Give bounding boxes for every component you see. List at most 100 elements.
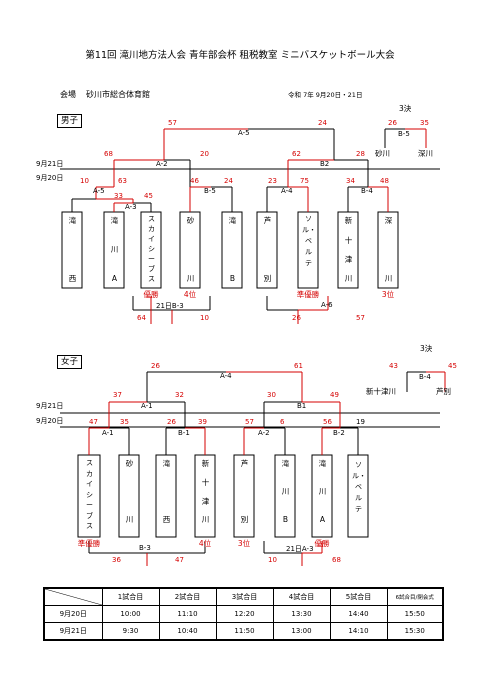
- boys-team-9-top: 深: [384, 216, 393, 225]
- schedule-time: 10:00: [101, 605, 160, 623]
- girls-match-a1b-score-left: 47: [89, 418, 98, 426]
- boys-match-a5-score-left: 57: [168, 119, 177, 127]
- girls-third-label: B-4: [419, 373, 431, 381]
- girls-match-a3-score-left: 10: [268, 556, 277, 564]
- boys-team-2-top: 滝: [110, 216, 119, 225]
- boys-team-4-top: 砂: [186, 216, 195, 225]
- girls-match-b1-score-right: 49: [330, 391, 339, 399]
- girls-match-a1-score-right: 32: [175, 391, 184, 399]
- boys-match-b2-score-left: 62: [292, 150, 301, 158]
- boys-team-3-name: スカイシーブス: [148, 215, 155, 283]
- schedule-time: 14:40: [329, 605, 388, 623]
- girls-day20-label: 9月20日: [36, 417, 64, 425]
- schedule-time: 12:20: [215, 605, 274, 623]
- girls-team-5-bottom: 別: [240, 515, 249, 524]
- schedule-header: 6試合目/閉会式: [386, 587, 444, 606]
- boys-day20-label: 9月20日: [36, 174, 64, 182]
- boys-third-score-right: 35: [420, 119, 429, 127]
- girls-team-7-bottom: A: [319, 515, 326, 524]
- girls-team-6-bottom: B: [282, 515, 289, 524]
- boys-team-8-middle: 十: [344, 236, 353, 245]
- girls-team-8-name: ソル・ベルテ: [352, 461, 366, 513]
- girls-team-3-bottom: 西: [162, 515, 171, 524]
- boys-match-a5b-score-left: 10: [80, 177, 89, 185]
- girls-match-b1-label: B1: [297, 402, 307, 410]
- boys-team-1-top: 滝: [68, 216, 77, 225]
- schedule-date: 9月20日: [43, 605, 103, 623]
- schedule-time: 11:10: [158, 605, 217, 623]
- boys-match-b4-score-right: 48: [380, 177, 389, 185]
- girls-match-a3-score-right: 68: [332, 556, 341, 564]
- boys-match-a4-score-right: 75: [300, 177, 309, 185]
- boys-third-score-left: 26: [388, 119, 397, 127]
- boys-match-a5-label: A-5: [238, 129, 250, 137]
- girls-match-a1-label: A-1: [141, 402, 153, 410]
- girls-match-a2-score-right: 6: [280, 418, 285, 426]
- schedule-header-row: 1試合目 2試合目 3試合目 4試合目 5試合目 6試合目/閉会式: [43, 587, 444, 606]
- girls-day21-label: 9月21日: [36, 402, 64, 410]
- boys-third-label: B-5: [398, 130, 410, 138]
- boys-team-4-bottom: 川: [186, 274, 195, 283]
- girls-team-7-middle: 川: [318, 487, 327, 496]
- boys-team-9-bottom: 川: [384, 274, 393, 283]
- girls-match-b3-score-right: 47: [175, 556, 184, 564]
- girls-team-4-bottom: 川: [201, 515, 210, 524]
- girls-match-a1b-label: A-1: [102, 429, 114, 437]
- schedule-corner-cell: [43, 587, 103, 606]
- girls-result-runner-up: 準優勝: [77, 539, 101, 548]
- girls-third-score-left: 43: [389, 362, 398, 370]
- girls-match-b2-label: B-2: [333, 429, 345, 437]
- girls-match-b2-score-right: 19: [356, 418, 365, 426]
- boys-match-a5-score-right: 24: [318, 119, 327, 127]
- boys-third-team-left: 砂川: [375, 149, 390, 158]
- schedule-row: 9月21日 9:30 10:40 11:50 13:00 14:10 15:30: [43, 622, 444, 641]
- girls-match-b3-label: B-3: [139, 544, 151, 552]
- girls-third-heading: 3決: [420, 344, 433, 353]
- boys-team-7-name: ソル・ベルテ: [302, 215, 316, 267]
- boys-match-a5b-label: A-5: [93, 187, 105, 195]
- girls-team-2-top: 砂: [125, 459, 134, 468]
- girls-match-a2-label: A-2: [258, 429, 270, 437]
- girls-match-b3-score-left: 36: [112, 556, 121, 564]
- boys-match-b3-label: 21日B-3: [156, 302, 184, 310]
- boys-result-fourth: 4位: [183, 290, 197, 299]
- boys-team-6-top: 芦: [263, 216, 272, 225]
- boys-team-8-bottom: 川: [344, 274, 353, 283]
- boys-result-third: 3位: [381, 290, 395, 299]
- girls-team-1-name: スカイシーブス: [86, 459, 93, 530]
- boys-result-runner-up: 準優勝: [296, 290, 320, 299]
- boys-third-team-right: 深川: [418, 149, 433, 158]
- page-title: 第11回 滝川地方法人会 青年部会杯 租税教室 ミニバスケットボール大会: [85, 50, 395, 61]
- boys-match-a2-score-left: 68: [104, 150, 113, 158]
- schedule-header: 3試合目: [215, 587, 274, 606]
- boys-day21-label: 9月21日: [36, 160, 64, 168]
- schedule-table: 1試合目 2試合目 3試合目 4試合目 5試合目 6試合目/閉会式 9月20日 …: [43, 587, 444, 641]
- girls-result-champion: 優勝: [314, 539, 330, 548]
- schedule-time: 13:30: [272, 605, 331, 623]
- boys-match-b5-score-right: 24: [224, 177, 233, 185]
- schedule-header: 4試合目: [272, 587, 331, 606]
- girls-team-4-top: 新: [201, 459, 210, 468]
- boys-match-a6-score-right: 57: [356, 314, 365, 322]
- boys-match-a3-label: A-3: [125, 203, 137, 211]
- girls-match-a4-score-right: 61: [294, 362, 303, 370]
- boys-team-8-middle2: 津: [344, 255, 353, 264]
- boys-match-a4-score-left: 23: [268, 177, 277, 185]
- boys-match-a3-score-left: 33: [114, 192, 123, 200]
- girls-result-third: 3位: [237, 539, 251, 548]
- boys-match-b5-label: B-5: [204, 187, 216, 195]
- girls-team-6-middle: 川: [281, 487, 290, 496]
- boys-match-a2-score-right: 20: [200, 150, 209, 158]
- girls-match-a2-score-left: 57: [245, 418, 254, 426]
- girls-team-3-top: 滝: [162, 459, 171, 468]
- schedule-row: 9月20日 10:00 11:10 12:20 13:30 14:40 15:5…: [43, 605, 444, 623]
- boys-match-a5b-score-right: 63: [118, 177, 127, 185]
- boys-match-b3-score-left: 64: [137, 314, 146, 322]
- girls-match-a4-label: A-4: [220, 372, 232, 380]
- girls-match-b1b-score-right: 39: [198, 418, 207, 426]
- boys-match-b4-score-left: 34: [346, 177, 355, 185]
- girls-team-2-bottom: 川: [125, 515, 134, 524]
- schedule-time: 11:50: [215, 622, 274, 641]
- girls-match-a1-score-left: 37: [113, 391, 122, 399]
